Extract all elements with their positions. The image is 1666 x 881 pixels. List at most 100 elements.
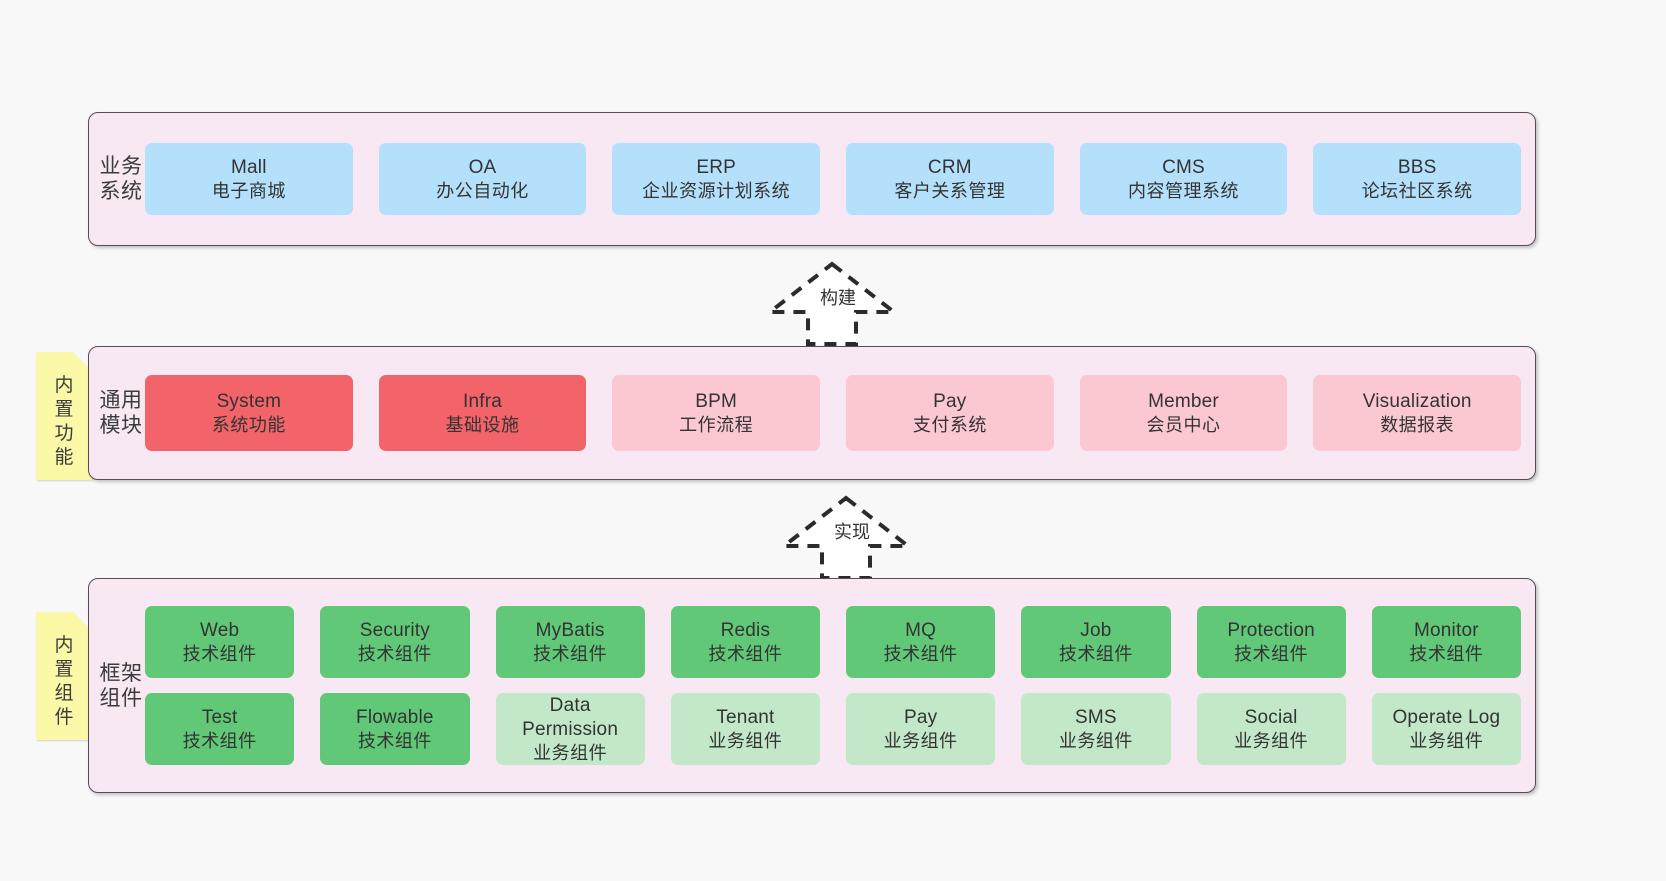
- layer-body-business-system: Mall 电子商城 OA 办公自动化 ERP 企业资源计划系统 CRM 客户关系…: [143, 113, 1535, 245]
- card-title: System: [216, 390, 282, 412]
- card-tenant[interactable]: Tenant 业务组件: [670, 693, 820, 765]
- layer-framework-component: 框架组件 Web 技术组件 Security 技术组件 MyBatis 技术组件…: [88, 578, 1536, 793]
- card-row-tech: Web 技术组件 Security 技术组件 MyBatis 技术组件 Redi…: [145, 606, 1521, 678]
- layer-body-common-module: System 系统功能 Infra 基础设施 BPM 工作流程 Pay 支付系统…: [143, 347, 1535, 479]
- card-title: Tenant: [716, 706, 775, 728]
- layer-body-framework-component: Web 技术组件 Security 技术组件 MyBatis 技术组件 Redi…: [143, 579, 1535, 792]
- card-title: MQ: [905, 619, 937, 641]
- card-bpm[interactable]: BPM 工作流程: [612, 375, 821, 451]
- card-sms[interactable]: SMS 业务组件: [1021, 693, 1171, 765]
- card-social[interactable]: Social 业务组件: [1196, 693, 1346, 765]
- card-title: Member: [1148, 390, 1219, 412]
- connector-label-build: 构建: [820, 288, 856, 308]
- card-subtitle: 工作流程: [679, 414, 754, 435]
- card-subtitle: 技术组件: [1234, 643, 1309, 664]
- card-subtitle: 业务组件: [1234, 730, 1309, 751]
- card-system[interactable]: System 系统功能: [145, 375, 353, 451]
- card-title: Data Permission: [522, 695, 619, 740]
- card-row: System 系统功能 Infra 基础设施 BPM 工作流程 Pay 支付系统…: [145, 375, 1522, 451]
- card-title: Infra: [462, 390, 503, 412]
- card-visualization[interactable]: Visualization 数据报表: [1313, 375, 1522, 451]
- note-fold-mask: [73, 612, 92, 631]
- card-subtitle: 技术组件: [357, 643, 432, 664]
- card-title: Social: [1244, 706, 1298, 728]
- card-subtitle: 技术组件: [182, 730, 257, 751]
- card-title: Test: [201, 706, 238, 728]
- card-mybatis[interactable]: MyBatis 技术组件: [495, 606, 645, 678]
- card-title: BBS: [1397, 156, 1437, 178]
- card-title: MyBatis: [535, 619, 605, 641]
- card-subtitle: 基础设施: [445, 414, 520, 435]
- card-oa[interactable]: OA 办公自动化: [378, 143, 587, 215]
- card-job[interactable]: Job 技术组件: [1021, 606, 1171, 678]
- card-crm[interactable]: CRM 客户关系管理: [846, 143, 1054, 215]
- note-fold-mask: [73, 352, 92, 371]
- card-subtitle: 技术组件: [533, 643, 608, 664]
- card-title: Pay: [903, 706, 938, 728]
- card-protection[interactable]: Protection 技术组件: [1196, 606, 1346, 678]
- card-web[interactable]: Web 技术组件: [145, 606, 295, 678]
- generalization-arrow-up-icon: [764, 261, 900, 346]
- card-subtitle: 技术组件: [182, 643, 257, 664]
- card-pay-business[interactable]: Pay 业务组件: [846, 693, 996, 765]
- note-label: 内置组件: [54, 635, 74, 728]
- connector-implement: 实现: [766, 492, 926, 582]
- card-subtitle: 技术组件: [1058, 643, 1133, 664]
- card-subtitle: 业务组件: [1058, 730, 1133, 751]
- card-subtitle: 企业资源计划系统: [642, 180, 791, 201]
- card-mall[interactable]: Mall 电子商城: [145, 143, 353, 215]
- card-subtitle: 业务组件: [1409, 730, 1484, 751]
- card-subtitle: 技术组件: [883, 643, 958, 664]
- card-pay[interactable]: Pay 支付系统: [846, 375, 1054, 451]
- card-infra[interactable]: Infra 基础设施: [378, 375, 587, 451]
- card-subtitle: 客户关系管理: [894, 180, 1006, 201]
- connector-label-implement: 实现: [834, 522, 870, 542]
- card-title: Visualization: [1362, 390, 1472, 412]
- connector-build: 构建: [752, 258, 912, 348]
- card-subtitle: 业务组件: [883, 730, 958, 751]
- layer-title-business-system: 业务系统: [99, 155, 143, 203]
- card-title: CMS: [1162, 156, 1205, 178]
- card-title: SMS: [1074, 706, 1117, 728]
- card-title: Operate Log: [1392, 706, 1501, 728]
- card-operate-log[interactable]: Operate Log 业务组件: [1371, 693, 1521, 765]
- card-monitor[interactable]: Monitor 技术组件: [1371, 606, 1521, 678]
- note-builtin-function: 内置功能: [36, 352, 92, 480]
- card-flowable[interactable]: Flowable 技术组件: [320, 693, 470, 765]
- card-title: OA: [468, 156, 497, 178]
- card-title: Security: [359, 619, 430, 641]
- card-subtitle: 系统功能: [211, 414, 286, 435]
- card-title: Redis: [720, 619, 771, 641]
- note-builtin-component: 内置组件: [36, 612, 92, 740]
- card-title: Protection: [1227, 619, 1315, 641]
- card-subtitle: 技术组件: [1409, 643, 1484, 664]
- card-title: Pay: [933, 390, 967, 412]
- card-subtitle: 会员中心: [1146, 414, 1221, 435]
- note-label: 内置功能: [54, 375, 74, 468]
- layer-business-system: 业务系统 Mall 电子商城 OA 办公自动化 ERP 企业资源计划系统 CRM…: [88, 112, 1536, 246]
- card-erp[interactable]: ERP 企业资源计划系统: [612, 143, 821, 215]
- card-subtitle: 数据报表: [1380, 414, 1455, 435]
- card-row: Mall 电子商城 OA 办公自动化 ERP 企业资源计划系统 CRM 客户关系…: [145, 143, 1522, 215]
- card-data-permission[interactable]: Data Permission 业务组件: [495, 693, 645, 765]
- card-redis[interactable]: Redis 技术组件: [670, 606, 820, 678]
- card-title: CRM: [927, 156, 972, 178]
- layer-common-module: 通用模块 System 系统功能 Infra 基础设施 BPM 工作流程 Pay…: [88, 346, 1536, 480]
- card-subtitle: 业务组件: [708, 730, 783, 751]
- card-bbs[interactable]: BBS 论坛社区系统: [1313, 143, 1522, 215]
- card-title: Flowable: [356, 706, 434, 728]
- card-cms[interactable]: CMS 内容管理系统: [1079, 143, 1288, 215]
- card-subtitle: 电子商城: [211, 180, 286, 201]
- card-title: BPM: [695, 390, 738, 412]
- card-title: ERP: [696, 156, 737, 178]
- card-subtitle: 论坛社区系统: [1361, 180, 1473, 201]
- card-title: Job: [1080, 619, 1112, 641]
- card-member[interactable]: Member 会员中心: [1079, 375, 1288, 451]
- layer-title-common-module: 通用模块: [99, 389, 143, 437]
- card-mq[interactable]: MQ 技术组件: [846, 606, 996, 678]
- card-subtitle: 内容管理系统: [1128, 180, 1240, 201]
- card-title: Web: [199, 619, 240, 641]
- card-test[interactable]: Test 技术组件: [145, 693, 295, 765]
- card-security[interactable]: Security 技术组件: [320, 606, 470, 678]
